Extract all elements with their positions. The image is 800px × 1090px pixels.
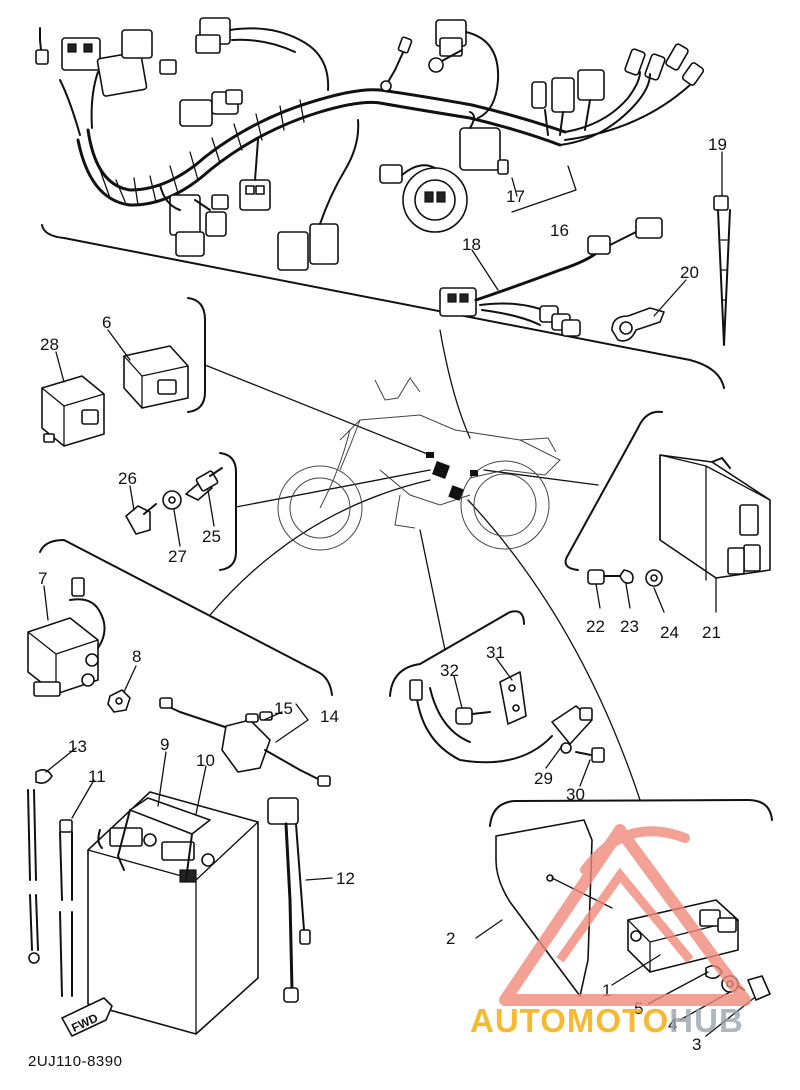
callout-6: 6 [102, 313, 111, 332]
starter-relay-7 [27, 577, 106, 697]
automotohub-watermark-logo: AUTOMOTOHUB [470, 824, 751, 1039]
callout-10: 10 [196, 751, 215, 770]
callout-23: 23 [620, 617, 639, 636]
wire-harness-illustration [35, 17, 705, 271]
callout-15: 15 [274, 699, 293, 718]
section-outlines [39, 224, 773, 827]
parts-25-26-27 [125, 467, 223, 535]
callout-9: 9 [160, 735, 169, 754]
callout-14: 14 [320, 707, 339, 726]
cdi-unit-21 [587, 454, 771, 587]
callout-19: 19 [708, 135, 727, 154]
callout-27: 27 [168, 547, 187, 566]
sub-harness-18 [439, 217, 663, 337]
callout-25: 25 [202, 527, 221, 546]
callout-11: 11 [88, 767, 106, 786]
relay-28 [41, 375, 105, 447]
callout-24: 24 [660, 623, 679, 642]
relay-6 [123, 345, 189, 409]
cable-tie-19 [713, 195, 731, 346]
callout-17: 17 [506, 187, 525, 206]
callout-16: 16 [550, 221, 569, 240]
callout-8: 8 [132, 647, 141, 666]
callout-30: 30 [566, 785, 585, 804]
callout-12: 12 [336, 869, 355, 888]
callout-20: 20 [680, 263, 699, 282]
motorcycle-locator-icon [277, 377, 561, 551]
callout-5: 5 [634, 999, 643, 1018]
tube-13 [27, 768, 53, 964]
fwd-arrow-icon: FWD [61, 997, 113, 1037]
callout-1: 1 [602, 981, 611, 1000]
callout-2: 2 [446, 929, 455, 948]
callout-28: 28 [40, 335, 59, 354]
battery-9 [87, 791, 259, 1035]
callout-labels: 1 2 3 4 5 6 7 8 9 10 11 12 13 14 15 16 1… [38, 135, 727, 1054]
callout-13: 13 [68, 737, 87, 756]
switch-14 [159, 697, 331, 787]
tube-11 [59, 819, 73, 997]
callout-21: 21 [702, 623, 721, 642]
leader-lines [43, 151, 755, 1037]
part-code: 2UJ110-8390 [28, 1053, 122, 1070]
callout-29: 29 [534, 769, 553, 788]
callout-26: 26 [118, 469, 137, 488]
callout-7: 7 [38, 569, 47, 588]
watermark-text: AUTOMOTOHUB [470, 1002, 744, 1039]
callout-32: 32 [440, 661, 459, 680]
callout-22: 22 [586, 617, 605, 636]
nut-8 [107, 689, 131, 713]
callout-18: 18 [462, 235, 481, 254]
callout-3: 3 [692, 1035, 701, 1054]
sensor-assembly-29 [409, 671, 605, 764]
callout-31: 31 [486, 643, 505, 662]
cable-12 [267, 797, 311, 1003]
callout-4: 4 [668, 1015, 677, 1034]
clamp-20 [611, 307, 665, 342]
